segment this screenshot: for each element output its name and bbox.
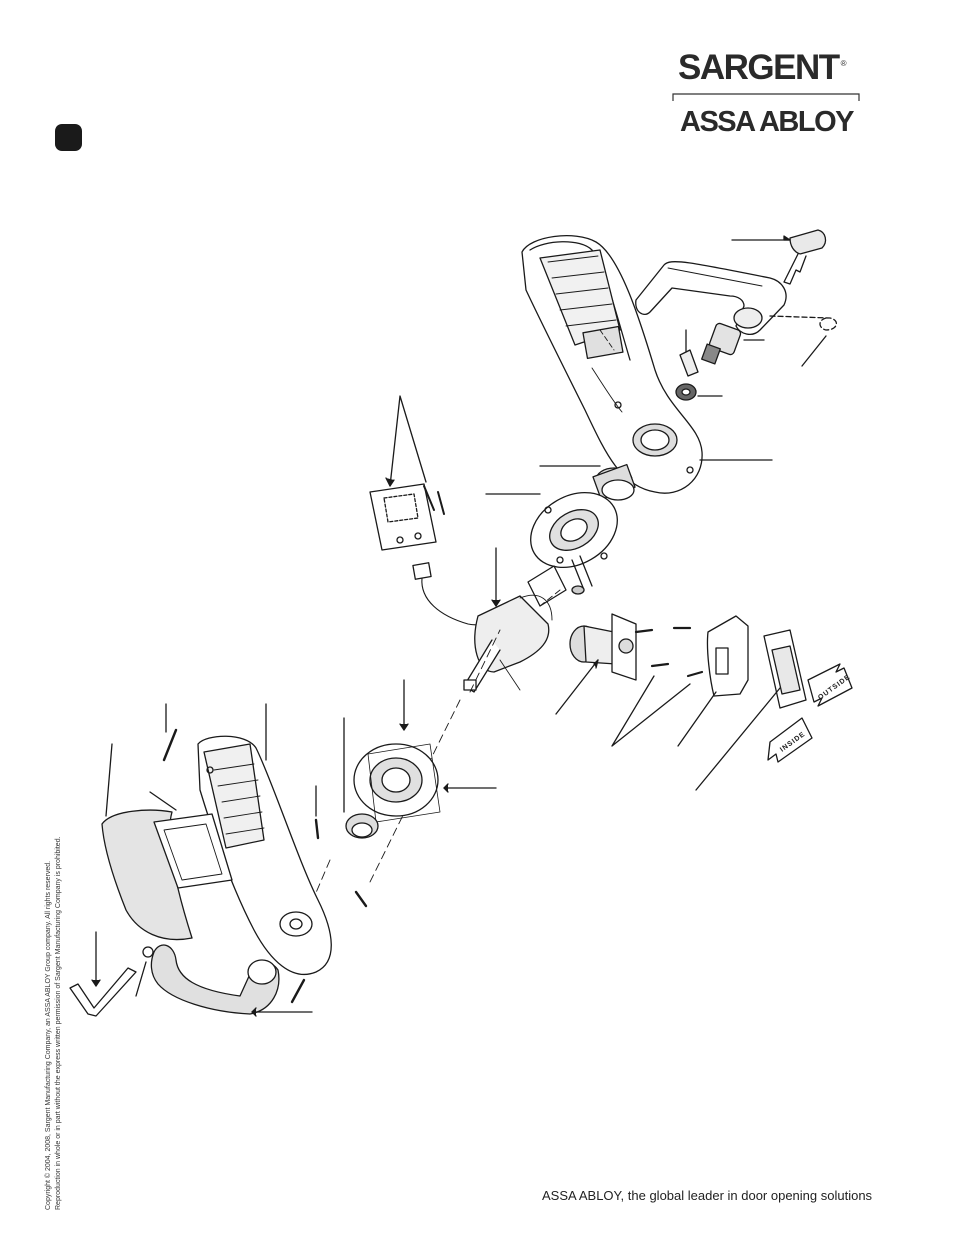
- copyright-line-1: Copyright © 2004, 2008, Sargent Manufact…: [45, 860, 52, 1210]
- section-badge: [55, 124, 82, 151]
- inside-screw-a: [314, 818, 320, 840]
- company-tagline: ASSA ABLOY, the global leader in door op…: [542, 1188, 873, 1203]
- registered-mark: ®: [840, 59, 847, 68]
- logo-divider: [672, 93, 860, 101]
- strike-plate: [706, 615, 749, 697]
- outside-arrow: [807, 663, 853, 707]
- inside-lever: [150, 944, 280, 1015]
- copyright-notice: Copyright © 2004, 2008, Sargent Manufact…: [44, 790, 64, 1210]
- retainer-clip: [769, 315, 837, 331]
- screw-b: [437, 491, 445, 515]
- sargent-logo: SARGENT®: [678, 50, 858, 85]
- strike-screw-d: [686, 670, 704, 678]
- outside-lever: [635, 261, 787, 336]
- through-bolt: [571, 555, 593, 591]
- strike-screw-a: [634, 628, 654, 634]
- allen-wrench: [69, 967, 137, 1017]
- inside-screw-c: [162, 728, 178, 762]
- inside-escutcheon: [197, 735, 332, 976]
- strike-box: [763, 629, 807, 709]
- mounting-plate-outside: [530, 491, 618, 569]
- battery-holder: [153, 813, 233, 889]
- key: [783, 229, 827, 285]
- template-plate: [369, 483, 437, 551]
- mounting-plate-inside: [353, 743, 441, 823]
- inside-arrow: [767, 717, 813, 763]
- inside-screw-d: [290, 978, 306, 1004]
- copyright-line-2: Reproduction in whole or in part without…: [55, 836, 62, 1210]
- screw-a: [423, 485, 435, 511]
- set-screw: [142, 946, 154, 958]
- assa-abloy-logo: ASSA ABLOY: [680, 106, 854, 138]
- cylinder-cam: [679, 322, 742, 377]
- spring-cage-lower: [345, 813, 379, 839]
- sargent-logo-text: SARGENT: [678, 48, 840, 87]
- assembly-axis: [369, 629, 501, 883]
- outside-escutcheon: [521, 235, 703, 494]
- inside-screw-b: [354, 890, 368, 908]
- spring-cage-upper: [592, 463, 636, 501]
- lock-chassis: [463, 565, 567, 693]
- strike-screw-c: [650, 662, 670, 668]
- latch: [569, 613, 637, 681]
